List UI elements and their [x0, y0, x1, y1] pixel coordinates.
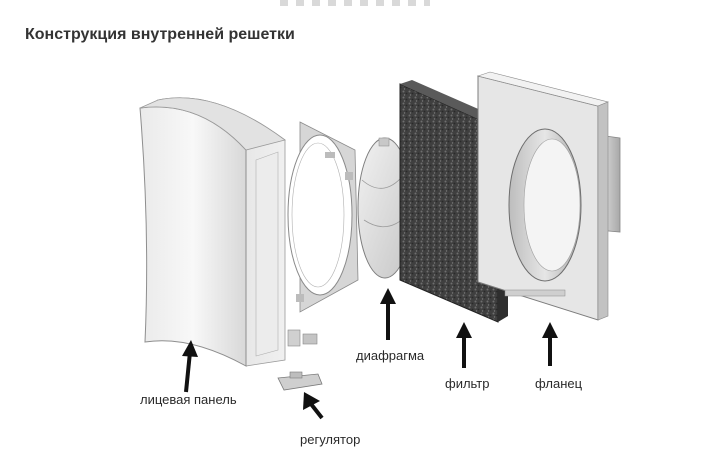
arrow-front-panel — [182, 340, 198, 393]
page-title: Конструкция внутренней решетки — [25, 26, 295, 43]
label-front-panel: лицевая панель — [140, 392, 237, 407]
regulator-part — [277, 371, 323, 391]
arrow-filter — [456, 322, 472, 368]
label-filter: фильтр — [445, 376, 490, 391]
arrow-flange — [542, 322, 558, 366]
ring-frame — [287, 121, 359, 313]
front-panel — [139, 97, 286, 367]
flange-part — [476, 71, 621, 321]
label-diaphragm: диафрагма — [356, 348, 425, 363]
label-regulator: регулятор — [300, 432, 361, 447]
label-flange: фланец — [535, 376, 583, 391]
arrow-regulator — [303, 392, 324, 420]
panel-clips — [287, 329, 318, 347]
top-decor-strip — [280, 0, 430, 6]
arrow-diaphragm — [380, 288, 396, 340]
